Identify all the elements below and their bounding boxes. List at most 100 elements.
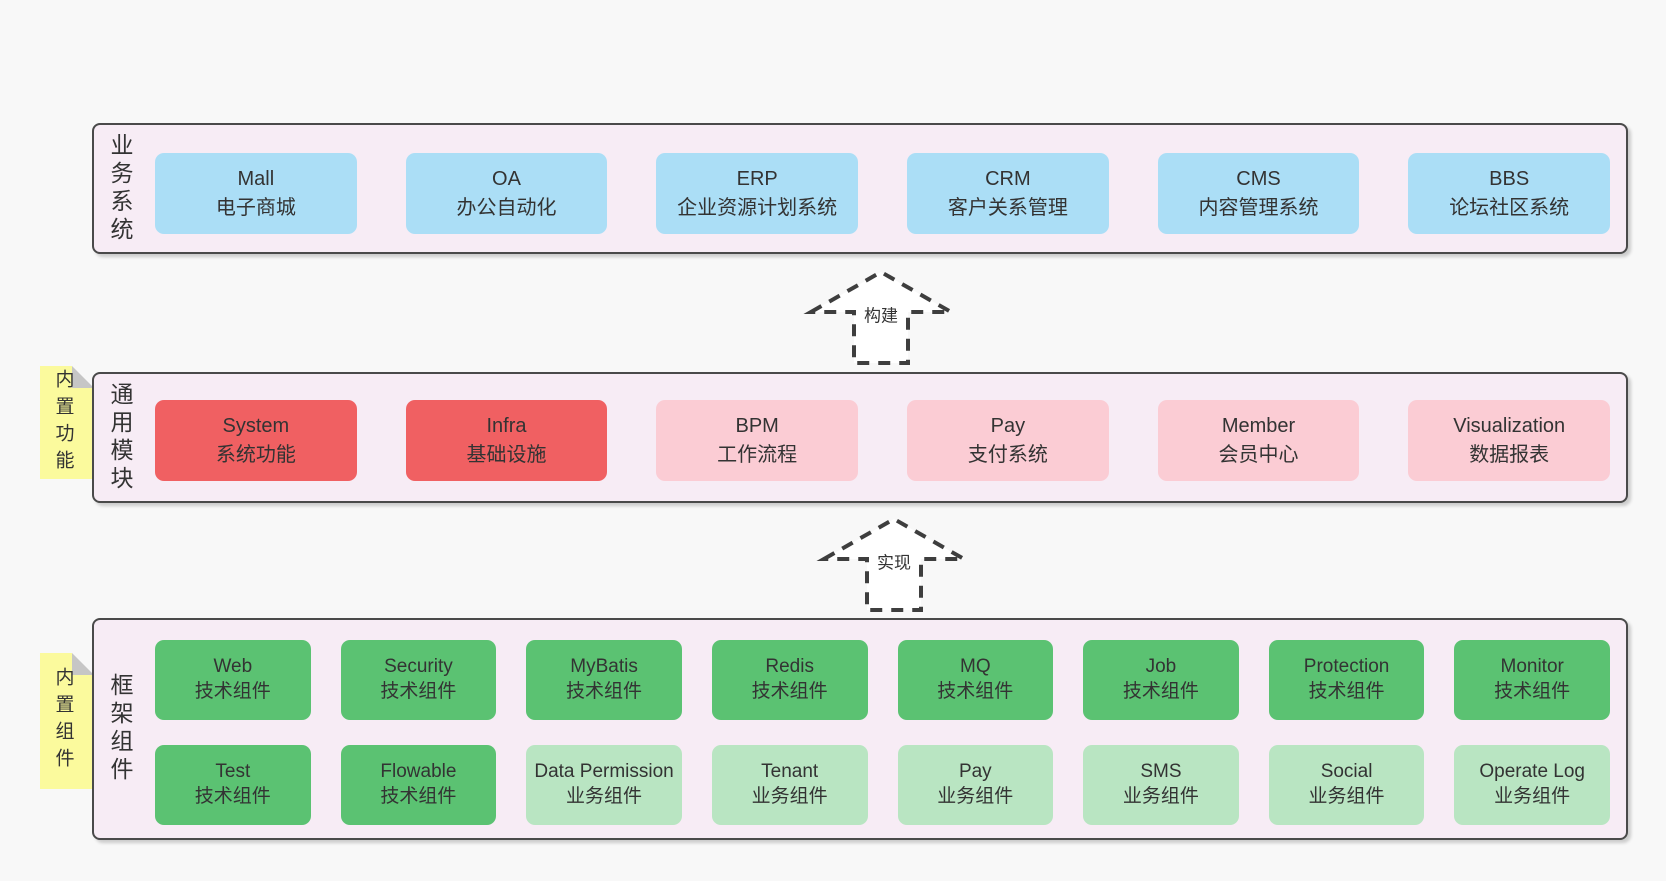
sticky-note-builtin-components: 内置组件 [40, 653, 94, 789]
box-sms: SMS 业务组件 [1083, 745, 1239, 825]
layer-components-title: 框架组件 [94, 620, 146, 838]
box-system: System 系统功能 [155, 400, 357, 481]
layer-title-text: 通用模块 [107, 381, 133, 494]
build-arrow: 构建 [803, 269, 959, 365]
box-tenant: Tenant 业务组件 [711, 745, 868, 825]
box-desc: 技术组件 [194, 786, 271, 807]
note-text: 内置组件 [52, 667, 74, 775]
box-desc: 会员中心 [1218, 443, 1299, 466]
box-desc: 基础设施 [466, 443, 547, 466]
box-name: Protection [1303, 656, 1390, 678]
box-desc: 数据报表 [1469, 443, 1550, 466]
box-desc: 客户关系管理 [947, 196, 1068, 219]
box-erp: ERP 企业资源计划系统 [656, 153, 859, 234]
box-desc: 技术组件 [937, 681, 1014, 702]
box-name: Test [215, 761, 251, 783]
box-protection: Protection 技术组件 [1268, 640, 1425, 720]
box-name: Pay [958, 761, 992, 783]
folded-corner-icon [72, 653, 94, 675]
box-cms: CMS 内容管理系统 [1157, 153, 1360, 234]
implement-arrow-label: 实现 [872, 545, 916, 577]
box-mall: Mall 电子商城 [155, 153, 357, 234]
layer-business-systems: 业务系统 Mall 电子商城 OA 办公自动化 ERP 企业资源计划系统 CRM… [92, 123, 1628, 254]
box-name: BBS [1489, 168, 1530, 191]
box-name: CMS [1236, 168, 1281, 191]
box-name: ERP [736, 168, 778, 191]
box-desc: 企业资源计划系统 [677, 196, 838, 219]
box-name: Infra [486, 415, 527, 438]
box-name: System [222, 415, 290, 438]
box-desc: 业务组件 [751, 786, 828, 807]
box-desc: 论坛社区系统 [1449, 196, 1570, 219]
box-pay-module: Pay 支付系统 [907, 400, 1109, 481]
layer-business-title: 业务系统 [94, 125, 146, 252]
modules-box-row: System 系统功能 Infra 基础设施 BPM 工作流程 Pay 支付系统… [155, 400, 1611, 481]
box-desc: 电子商城 [215, 196, 296, 219]
box-name: Pay [990, 415, 1026, 438]
box-member: Member 会员中心 [1157, 400, 1360, 481]
box-bbs: BBS 论坛社区系统 [1408, 153, 1611, 234]
box-name: Data Permission [534, 761, 674, 783]
build-arrow-label: 构建 [859, 298, 903, 330]
box-name: Monitor [1500, 656, 1564, 678]
box-desc: 技术组件 [380, 786, 457, 807]
box-name: Tenant [761, 761, 819, 783]
box-desc: 业务组件 [1308, 786, 1385, 807]
box-oa: OA 办公自动化 [405, 153, 608, 234]
layer-title-text: 业务系统 [107, 132, 133, 245]
box-desc: 内容管理系统 [1198, 196, 1319, 219]
box-name: SMS [1140, 761, 1182, 783]
layer-common-modules: 通用模块 System 系统功能 Infra 基础设施 BPM 工作流程 Pay… [92, 372, 1628, 503]
box-desc: 业务组件 [937, 786, 1014, 807]
box-operate-log: Operate Log 业务组件 [1454, 745, 1610, 825]
box-desc: 工作流程 [717, 443, 798, 466]
box-flowable: Flowable 技术组件 [340, 745, 497, 825]
box-social: Social 业务组件 [1268, 745, 1425, 825]
box-desc: 支付系统 [967, 443, 1048, 466]
box-web: Web 技术组件 [155, 640, 311, 720]
box-desc: 业务组件 [566, 786, 643, 807]
box-name: Member [1221, 415, 1296, 438]
box-desc: 技术组件 [1122, 681, 1199, 702]
box-name: Social [1320, 761, 1373, 783]
box-security: Security 技术组件 [340, 640, 497, 720]
implement-arrow: 实现 [816, 516, 972, 612]
box-bpm: BPM 工作流程 [656, 400, 859, 481]
box-test: Test 技术组件 [155, 745, 311, 825]
box-desc: 技术组件 [1494, 681, 1571, 702]
box-desc: 技术组件 [1308, 681, 1385, 702]
box-desc: 技术组件 [194, 681, 271, 702]
box-infra: Infra 基础设施 [405, 400, 608, 481]
box-name: Operate Log [1479, 761, 1585, 783]
layer-modules-title: 通用模块 [94, 374, 146, 501]
box-desc: 技术组件 [751, 681, 828, 702]
box-name: Web [213, 656, 253, 678]
folded-corner-icon [72, 366, 94, 388]
box-name: Security [384, 656, 453, 678]
box-desc: 业务组件 [1122, 786, 1199, 807]
box-monitor: Monitor 技术组件 [1454, 640, 1610, 720]
box-mq: MQ 技术组件 [897, 640, 1054, 720]
box-desc: 业务组件 [1494, 786, 1571, 807]
components-box-row-1: Web 技术组件 Security 技术组件 MyBatis 技术组件 Redi… [155, 640, 1610, 720]
business-box-row: Mall 电子商城 OA 办公自动化 ERP 企业资源计划系统 CRM 客户关系… [155, 153, 1611, 234]
box-name: MQ [960, 656, 991, 678]
box-name: Mall [237, 168, 275, 191]
box-desc: 系统功能 [215, 443, 296, 466]
layer-framework-components: 框架组件 Web 技术组件 Security 技术组件 MyBatis 技术组件… [92, 618, 1628, 840]
note-text: 内置功能 [52, 368, 74, 477]
sticky-note-builtin-features: 内置功能 [40, 366, 94, 479]
box-name: BPM [735, 415, 779, 438]
layer-title-text: 框架组件 [107, 673, 133, 785]
box-desc: 技术组件 [380, 681, 457, 702]
box-mybatis: MyBatis 技术组件 [526, 640, 682, 720]
box-data-permission: Data Permission 业务组件 [526, 745, 682, 825]
box-crm: CRM 客户关系管理 [907, 153, 1109, 234]
box-desc: 办公自动化 [456, 196, 557, 219]
box-name: Job [1145, 656, 1177, 678]
components-box-row-2: Test 技术组件 Flowable 技术组件 Data Permission … [155, 745, 1610, 825]
box-name: MyBatis [570, 656, 638, 678]
box-job: Job 技术组件 [1083, 640, 1239, 720]
box-desc: 技术组件 [566, 681, 643, 702]
box-name: Flowable [380, 761, 457, 783]
